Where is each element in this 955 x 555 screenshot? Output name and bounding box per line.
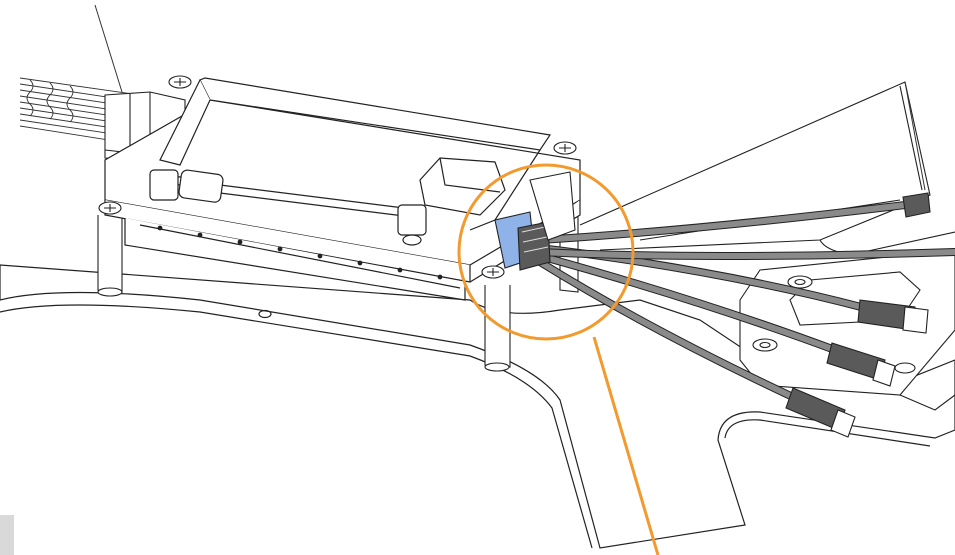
callout-highlight (457, 163, 660, 555)
left-edge-marker (0, 515, 14, 555)
leader-line-right (904, 81, 926, 191)
circuit-board-icon (104, 77, 581, 301)
leader-line-top (94, 4, 123, 93)
screw-icon (98, 75, 577, 279)
connector-icon (785, 192, 931, 438)
cable-bundle (536, 201, 955, 402)
board-connector-highlighted (494, 171, 576, 271)
